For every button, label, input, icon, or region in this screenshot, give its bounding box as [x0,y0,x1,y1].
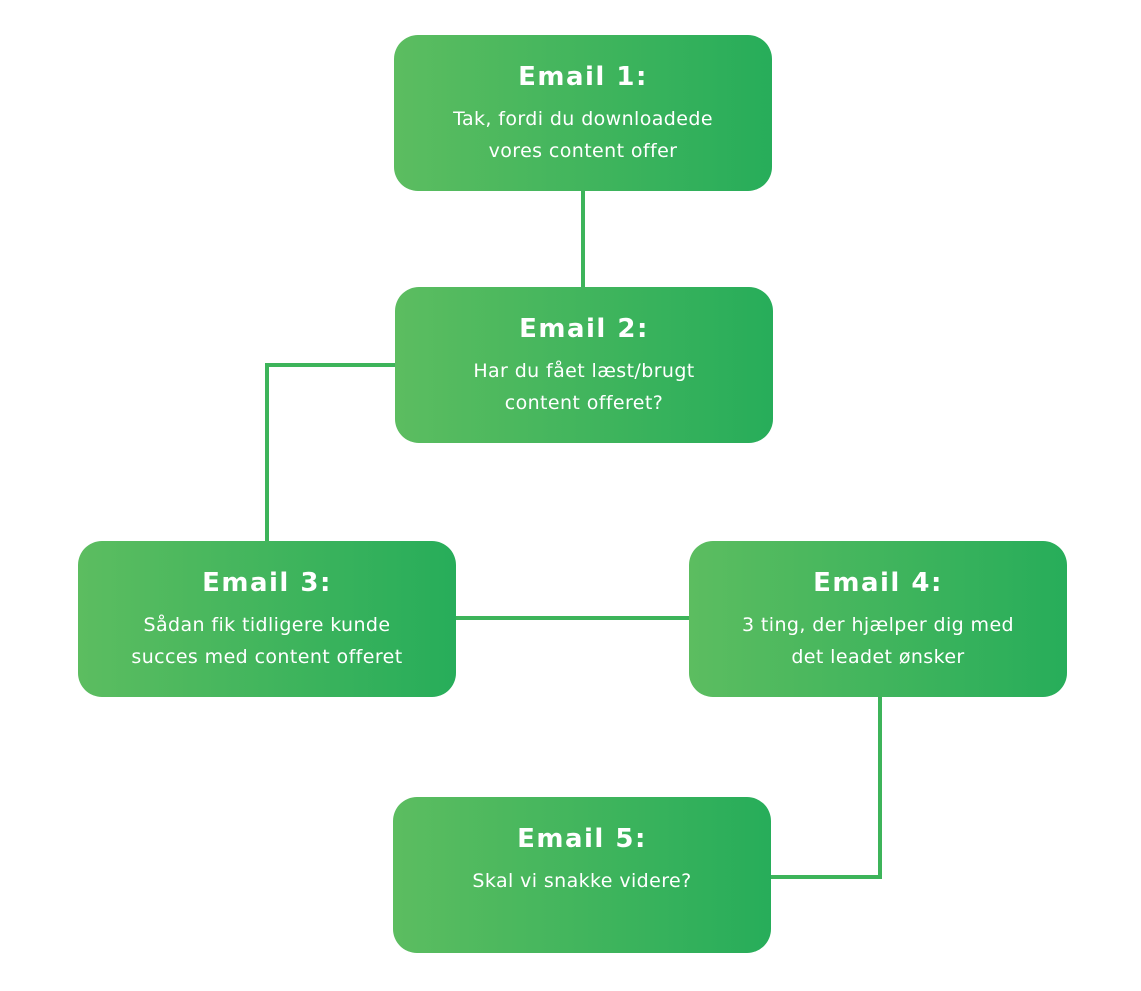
email-3-description-line-1: Sådan fik tidligere kunde [143,614,391,636]
email-4-title: Email 4: [813,568,943,598]
email-4-description-line-1: 3 ting, der hjælper dig med [742,614,1014,636]
email-2-description: Har du fået læst/brugt content offeret? [473,355,694,419]
email-3-title: Email 3: [202,568,332,598]
email-4-box: Email 4: 3 ting, der hjælper dig med det… [689,541,1067,697]
email-4-description-line-2: det leadet ønsker [791,646,965,668]
email-1-description-line-2: vores content offer [488,140,678,162]
email-3-description-line-2: succes med content offeret [131,646,403,668]
email-3-description: Sådan fik tidligere kunde succes med con… [131,609,402,673]
connector-email-4-email-5 [770,696,882,879]
email-5-description-line-1: Skal vi snakke videre? [472,870,692,892]
email-1-description-line-1: Tak, fordi du downloadede [453,108,713,130]
email-5-description: Skal vi snakke videre? [472,865,691,897]
email-5-box: Email 5: Skal vi snakke videre? [393,797,771,953]
email-2-title: Email 2: [519,314,649,344]
email-1-description: Tak, fordi du downloadede vores content … [453,103,713,167]
email-1-box: Email 1: Tak, fordi du downloadede vores… [394,35,772,191]
email-2-box: Email 2: Har du fået læst/brugt content … [395,287,773,443]
email-1-title: Email 1: [518,62,648,92]
email-2-description-line-2: content offeret? [504,392,664,414]
email-2-description-line-1: Har du fået læst/brugt [473,360,695,382]
connector-email-2-email-3 [265,363,396,542]
email-3-box: Email 3: Sådan fik tidligere kunde succe… [78,541,456,697]
email-5-title: Email 5: [517,824,647,854]
email-4-description: 3 ting, der hjælper dig med det leadet ø… [742,609,1014,673]
